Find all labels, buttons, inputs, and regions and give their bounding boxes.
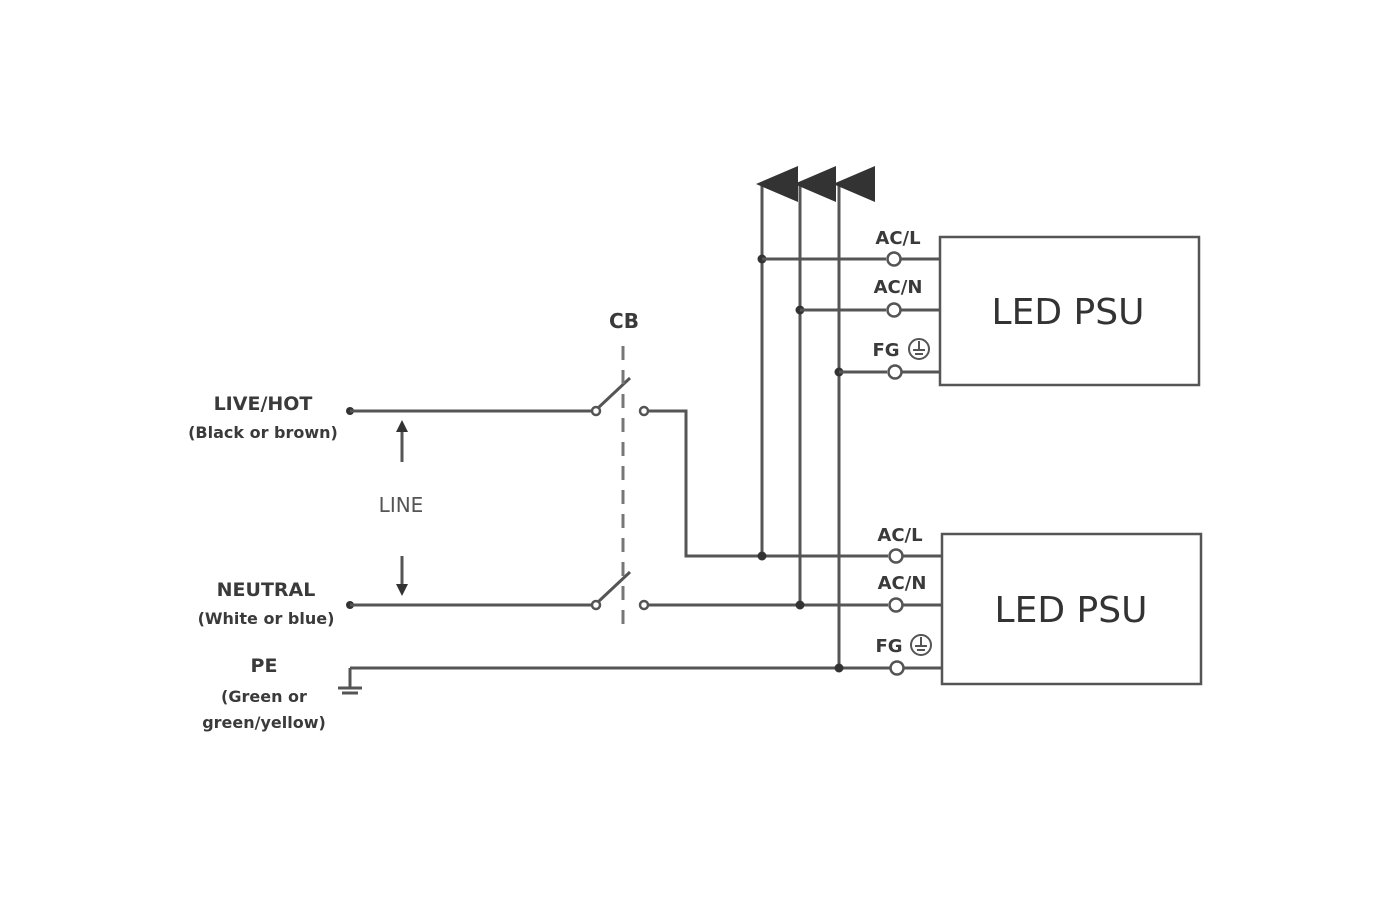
live-wire — [346, 376, 888, 558]
psu-2-ac-l-terminal — [888, 548, 904, 564]
psu-2-ac-n-terminal — [888, 597, 904, 613]
live-label: LIVE/HOT — [214, 393, 313, 415]
psu-1-ac-n-terminal — [886, 302, 902, 318]
psu-2-earth-icon — [910, 634, 932, 656]
live-bus — [756, 166, 886, 561]
pe-wire — [338, 666, 890, 695]
neutral-color-label: (White or blue) — [198, 609, 335, 628]
psu-2-fg-terminal — [889, 660, 905, 676]
psu-2-ac-n-label: AC/N — [878, 573, 927, 594]
line-label: LINE — [379, 493, 424, 517]
psu-1-fg-label: FG — [872, 340, 899, 361]
pe-color-label-2: green/yellow) — [202, 713, 326, 732]
breaker-label: CB — [609, 309, 639, 333]
psu-1-fg-terminal — [887, 364, 903, 380]
pe-bus — [833, 166, 887, 673]
neutral-bus — [794, 166, 886, 610]
line-voltage-indicator — [396, 420, 408, 596]
psu-1-earth-icon — [908, 338, 930, 360]
psu-1-label: LED PSU — [992, 292, 1145, 333]
neutral-wire — [346, 570, 888, 611]
psu-1-ac-n-label: AC/N — [874, 277, 923, 298]
psu-2: LED PSU AC/L AC/N FG — [875, 525, 1203, 686]
psu-1: LED PSU AC/L AC/N FG — [872, 228, 1201, 387]
psu-2-fg-label: FG — [875, 636, 902, 657]
psu-2-label: LED PSU — [995, 590, 1148, 631]
psu-2-ac-l-label: AC/L — [877, 525, 922, 546]
psu-1-ac-l-terminal — [886, 251, 902, 267]
pe-color-label-1: (Green or — [221, 687, 307, 706]
pe-label: PE — [251, 655, 278, 677]
neutral-label: NEUTRAL — [217, 579, 316, 601]
psu-1-ac-l-label: AC/L — [875, 228, 920, 249]
live-color-label: (Black or brown) — [188, 423, 338, 442]
